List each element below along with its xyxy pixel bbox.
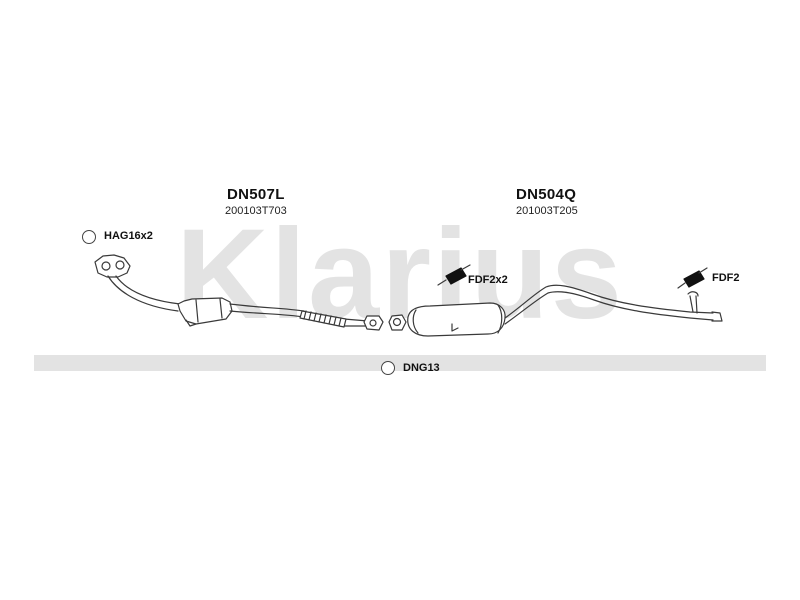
fdf-end-hanger-icon bbox=[677, 267, 708, 289]
accessory-dng-label: DNG13 bbox=[403, 362, 440, 374]
part-ref-dn507l: 200103T703 bbox=[225, 205, 287, 217]
fdf-mid-hanger-icon bbox=[437, 264, 471, 286]
tailpipe bbox=[504, 284, 723, 325]
brand-watermark-bar bbox=[34, 355, 766, 371]
rear-silencer bbox=[407, 302, 506, 337]
hag-ring-icon bbox=[82, 230, 96, 244]
accessory-fdf-mid-label: FDF2x2 bbox=[468, 274, 508, 286]
accessory-hag-label: HAG16x2 bbox=[104, 230, 153, 242]
front-pipe-flange bbox=[94, 254, 131, 278]
rear-section-flange bbox=[388, 314, 407, 331]
dng-ring-icon bbox=[381, 361, 395, 375]
middle-pipe bbox=[229, 303, 369, 327]
flexible-bellows bbox=[299, 310, 347, 328]
middle-pipe-rear-flange bbox=[363, 315, 384, 331]
accessory-fdf-end-label: FDF2 bbox=[712, 272, 740, 284]
part-ref-dn504q: 201003T205 bbox=[516, 205, 578, 217]
part-code-dn504q: DN504Q bbox=[516, 186, 577, 203]
front-silencer bbox=[177, 297, 233, 327]
part-code-dn507l: DN507L bbox=[227, 186, 285, 203]
front-downpipe bbox=[107, 275, 181, 312]
